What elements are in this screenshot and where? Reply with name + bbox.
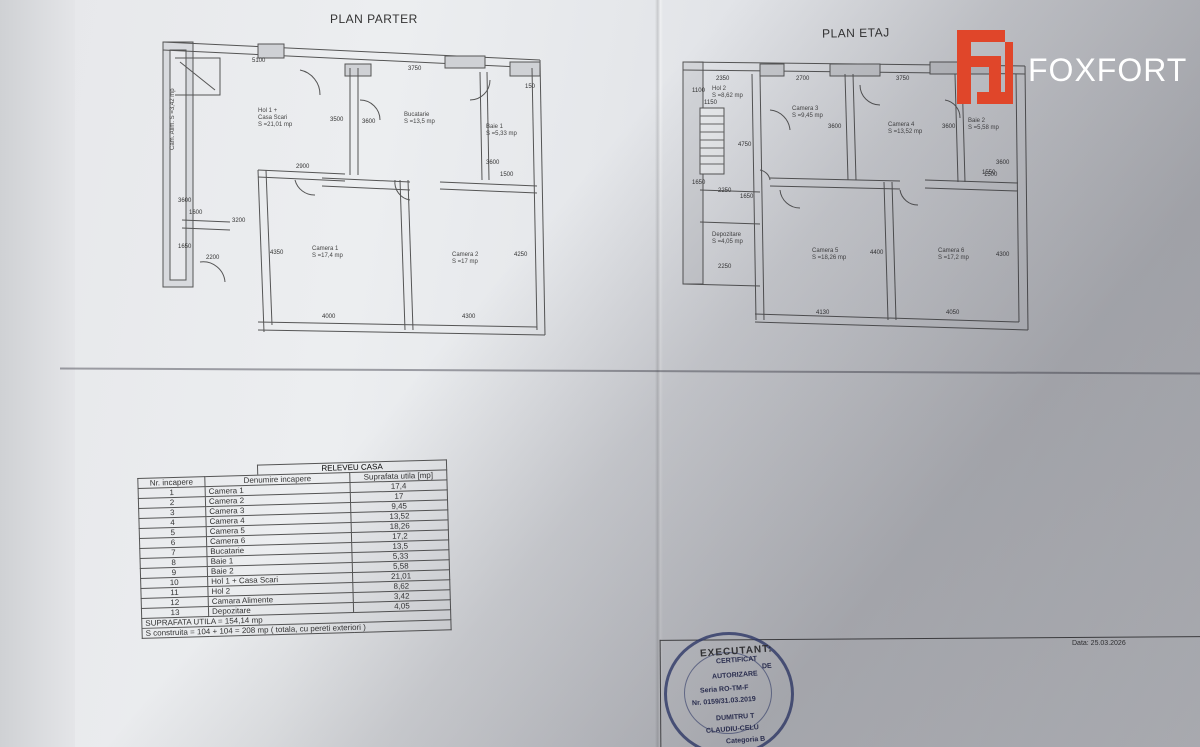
- dimension: 3600: [362, 119, 376, 125]
- room-name: Casa Scari: [258, 115, 288, 121]
- room-name: Camera 2: [452, 252, 479, 258]
- room-area: S =5,33 mp: [486, 131, 517, 137]
- room-area: S =8,62 mp: [712, 93, 743, 99]
- dimension: 150: [525, 84, 536, 90]
- room-name: Camera 1: [312, 246, 339, 252]
- dimension: 4400: [870, 250, 884, 256]
- dimension: 1550: [982, 170, 996, 176]
- room-area: S =18,26 mp: [812, 255, 847, 261]
- room-label-camera4: Camera 4 S =13,52 mp: [888, 122, 922, 136]
- room-area: S =13,5 mp: [404, 119, 435, 125]
- dimension: 3600: [942, 124, 956, 130]
- dimension: 2900: [296, 164, 310, 170]
- dimension: 3750: [408, 66, 422, 72]
- dimension: 4300: [996, 252, 1010, 258]
- room-name: Camera 4: [888, 122, 915, 128]
- dimension: 2700: [796, 76, 810, 82]
- room-area: S =9,45 mp: [792, 113, 823, 119]
- dimension: 4750: [738, 142, 752, 148]
- dimension: 1500: [500, 172, 514, 178]
- dimension: 3500: [330, 117, 344, 123]
- dimension: 1650: [178, 244, 192, 250]
- room-label-depozitare: Depozitare S =4,05 mp: [712, 232, 743, 246]
- room-area: S =21,01 mp: [258, 122, 293, 128]
- page-margin: [0, 0, 75, 747]
- dimension: 4000: [322, 314, 336, 320]
- dimension: 3200: [232, 218, 246, 224]
- dimension: 4300: [462, 314, 476, 320]
- room-name: Camera 3: [792, 106, 819, 112]
- dimension: 4250: [514, 252, 528, 258]
- document-date: Data: 25.03.2026: [1072, 640, 1126, 647]
- room-area: S =5,58 mp: [968, 125, 999, 131]
- plan-etaj-walls: [682, 61, 1029, 331]
- room-label-baie1: Baie 1 S =5,33 mp: [486, 124, 517, 138]
- authorization-seal-icon: [664, 632, 794, 747]
- room-label-camera6: Camera 6 S =17,2 mp: [938, 248, 969, 262]
- dimension: 2200: [206, 255, 220, 261]
- room-name: Depozitare: [712, 232, 742, 238]
- plan-parter-title: PLAN PARTER: [330, 12, 418, 26]
- room-name: Hol 2: [712, 86, 727, 92]
- dimension: 1600: [189, 210, 203, 216]
- brand-name: FOXFORT: [1028, 52, 1188, 88]
- dimension: 5100: [252, 58, 266, 64]
- room-label-baie2: Baie 2 S =5,58 mp: [968, 118, 999, 132]
- dimension: 4130: [816, 310, 830, 316]
- room-name: Camera 5: [812, 248, 839, 254]
- dimension: 2350: [716, 76, 730, 82]
- dimension: 4350: [270, 250, 284, 256]
- room-label-hol2: Hol 2 S =8,62 mp: [712, 86, 743, 100]
- dimension: 3600: [828, 124, 842, 130]
- room-name: Hol 1 +: [258, 108, 278, 114]
- room-area: S =13,52 mp: [888, 129, 923, 135]
- room-name: Bucatarie: [404, 112, 430, 118]
- room-label-camera1: Camera 1 S =17,4 mp: [312, 246, 343, 260]
- room-area: S =4,05 mp: [712, 239, 743, 245]
- dimension: 3750: [896, 76, 910, 82]
- room-area: S =17 mp: [452, 259, 478, 265]
- dimension: 2250: [718, 264, 732, 270]
- foxfort-logo-icon: [957, 30, 1013, 104]
- dimension: 2250: [718, 188, 732, 194]
- dimension: 3600: [486, 160, 500, 166]
- seal-text: DE: [761, 662, 772, 671]
- dimension: 3600: [996, 160, 1010, 166]
- dimension: 4050: [946, 310, 960, 316]
- paper-fold: [655, 0, 663, 747]
- dimension: 1650: [692, 180, 706, 186]
- room-name: Baie 2: [968, 118, 986, 124]
- dimension: 3600: [178, 198, 192, 204]
- releveu-table: RELEVEU CASA Nr. incapere Denumire incap…: [137, 459, 452, 639]
- room-name: Baie 1: [486, 124, 504, 130]
- plan-parter-walls: [162, 41, 546, 336]
- dimension: 1650: [740, 194, 754, 200]
- room-area: S =3,42 mp: [170, 88, 176, 120]
- room-label-bucatarie: Bucatarie S =13,5 mp: [404, 112, 435, 126]
- dimension: 1150: [704, 100, 717, 106]
- room-name: Camera 6: [938, 248, 965, 254]
- room-name: Cam. Alim.: [170, 120, 176, 150]
- dimension: 1100: [692, 88, 705, 94]
- seal-inner-ring: [684, 652, 772, 734]
- room-area: S =17,2 mp: [938, 255, 969, 261]
- room-label-hol: Hol 1 + Casa Scari S =21,01 mp: [258, 108, 292, 129]
- dimension: 1500: [984, 172, 998, 178]
- room-label-camera2: Camera 2 S =17 mp: [452, 252, 478, 266]
- room-label-camera5: Camera 5 S =18,26 mp: [812, 248, 846, 262]
- room-label-camara: Cam. Alim. S =3,42 mp: [170, 88, 177, 150]
- room-area: S =17,4 mp: [312, 253, 343, 259]
- room-label-camera3: Camera 3 S =9,45 mp: [792, 106, 823, 120]
